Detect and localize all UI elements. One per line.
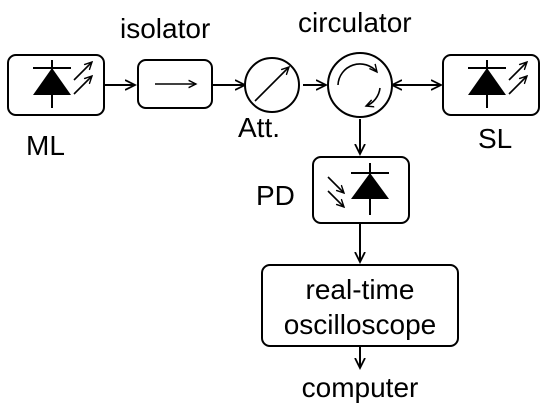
attenuator-block xyxy=(244,57,300,113)
oscilloscope-label-line2: oscilloscope xyxy=(284,309,437,340)
computer-label: computer xyxy=(302,372,419,403)
circulator-icon xyxy=(337,63,381,106)
laser-diode-icon xyxy=(33,60,92,108)
attenuator-icon xyxy=(254,67,289,102)
master-laser-block xyxy=(7,54,105,116)
slave-laser-block xyxy=(442,54,540,116)
photodiode-icon xyxy=(327,163,389,215)
isolator-block xyxy=(137,59,213,109)
circulator-label: circulator xyxy=(298,7,412,38)
laser-diode-icon xyxy=(468,60,527,108)
isolator-label: isolator xyxy=(120,13,210,44)
pd-label: PD xyxy=(256,180,295,211)
photodetector-block xyxy=(312,156,410,224)
att-label: Att. xyxy=(238,112,280,143)
circulator-block xyxy=(327,52,393,118)
oscilloscope-block: real-time oscilloscope xyxy=(261,264,459,347)
ml-label: ML xyxy=(26,130,65,161)
sl-label: SL xyxy=(478,123,512,154)
oscilloscope-label-line1: real-time xyxy=(306,274,415,305)
